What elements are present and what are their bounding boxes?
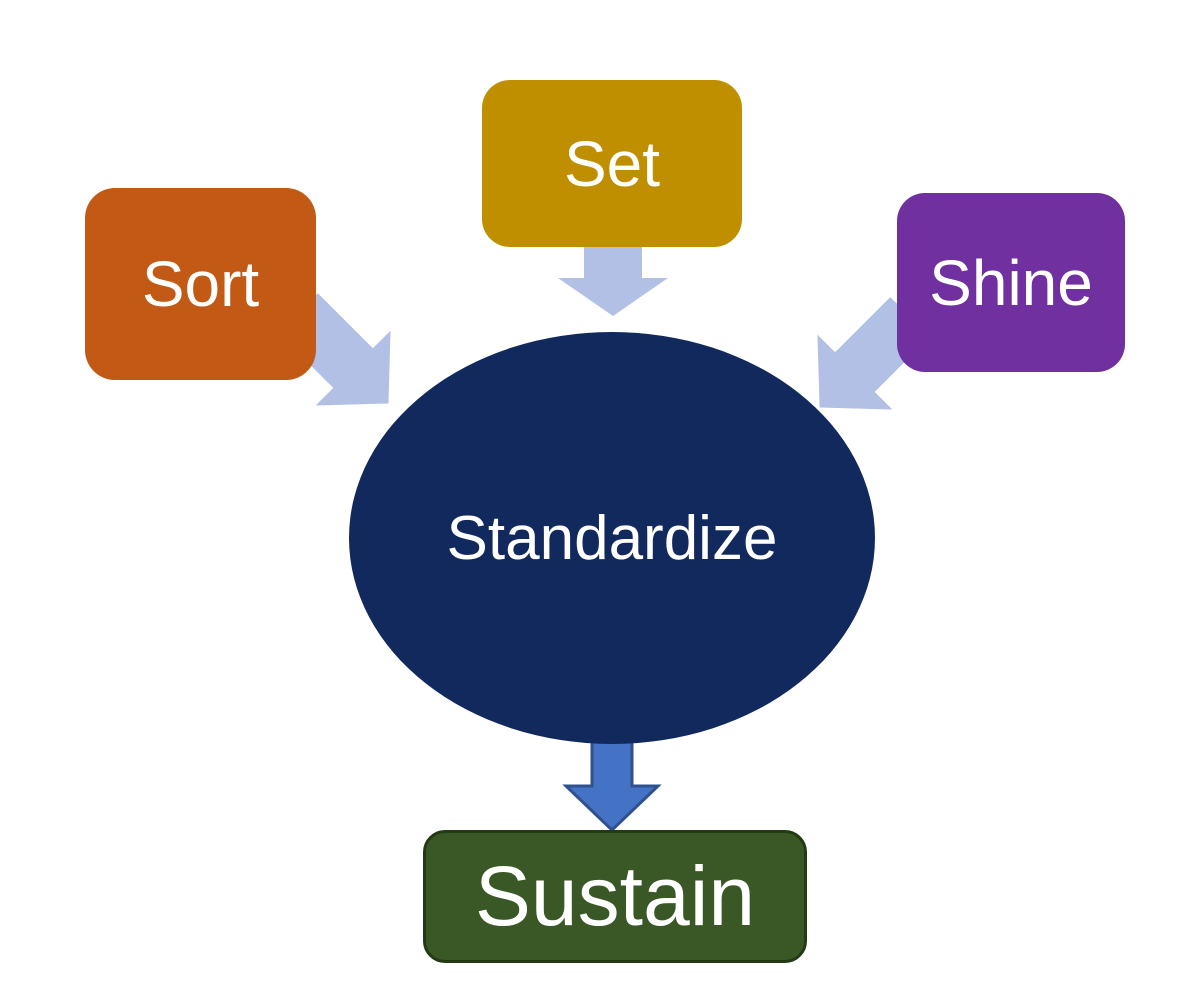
node-shine: Shine xyxy=(897,193,1125,372)
standardize-label: Standardize xyxy=(446,503,778,573)
sort-label: Sort xyxy=(141,248,260,320)
set-label: Set xyxy=(563,127,661,200)
node-set: Set xyxy=(482,80,742,247)
arrow-set-to-standardize-icon xyxy=(558,246,668,316)
node-sustain: Sustain xyxy=(423,830,807,963)
sustain-label: Sustain xyxy=(474,849,756,943)
node-sort: Sort xyxy=(85,188,316,380)
node-standardize: Standardize xyxy=(349,332,875,744)
arrow-standardize-to-sustain-icon xyxy=(562,740,662,833)
shine-label: Shine xyxy=(929,246,1093,319)
